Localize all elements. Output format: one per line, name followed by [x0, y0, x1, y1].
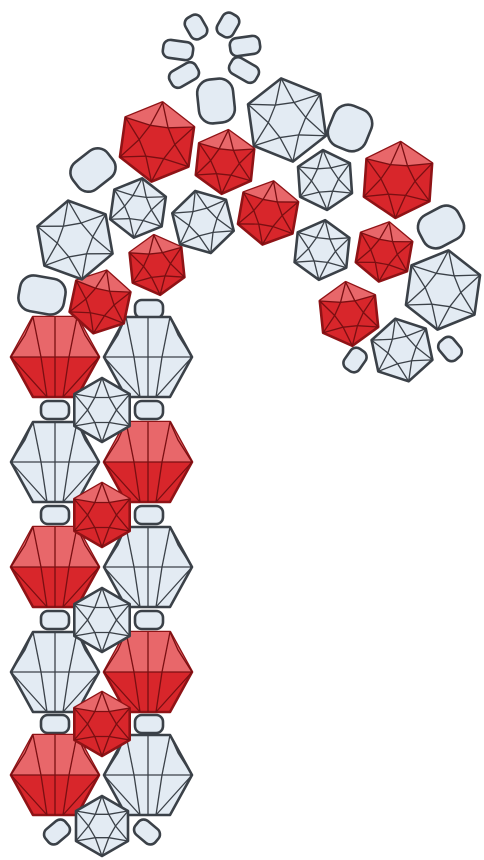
blue-bicone-bead: [104, 317, 192, 397]
blue-round-crystal: [76, 796, 128, 856]
blue-round-crystal: [403, 246, 483, 335]
spacer-bead: [41, 611, 69, 629]
blue-round-crystal: [108, 175, 168, 242]
spacer-bead: [41, 715, 69, 733]
spacer-bead: [229, 35, 261, 57]
red-round-crystal: [194, 127, 256, 196]
red-round-crystal: [235, 177, 301, 250]
spacer-bead: [162, 39, 194, 61]
red-round-crystal: [117, 98, 197, 187]
spacer-bead: [413, 201, 469, 253]
spacer-bead: [41, 817, 72, 848]
spacer-bead: [65, 143, 121, 197]
spacer-bead: [196, 77, 236, 125]
spacer-bead: [435, 334, 464, 364]
spacer-bead: [135, 611, 163, 629]
blue-round-crystal: [293, 217, 351, 282]
spacer-bead: [167, 60, 202, 91]
red-bicone-bead: [11, 317, 99, 397]
spacer-bead: [135, 300, 163, 318]
spacer-bead: [323, 100, 377, 156]
spacer-bead: [131, 817, 162, 848]
blue-round-crystal: [297, 148, 353, 211]
red-round-crystal: [318, 279, 380, 348]
red-round-crystal: [363, 140, 434, 220]
spacer-bead: [135, 506, 163, 524]
spacer-bead: [41, 506, 69, 524]
spacer-bead: [16, 273, 68, 316]
red-round-crystal: [353, 218, 415, 286]
spacer-bead: [214, 10, 242, 40]
spacer-bead: [227, 55, 262, 86]
spacer-bead: [135, 715, 163, 733]
spacer-bead: [182, 12, 210, 42]
blue-round-crystal: [245, 73, 329, 166]
spacer-bead: [341, 345, 370, 375]
red-round-crystal: [128, 232, 186, 297]
spacer-bead: [135, 401, 163, 419]
spacer-bead: [41, 401, 69, 419]
